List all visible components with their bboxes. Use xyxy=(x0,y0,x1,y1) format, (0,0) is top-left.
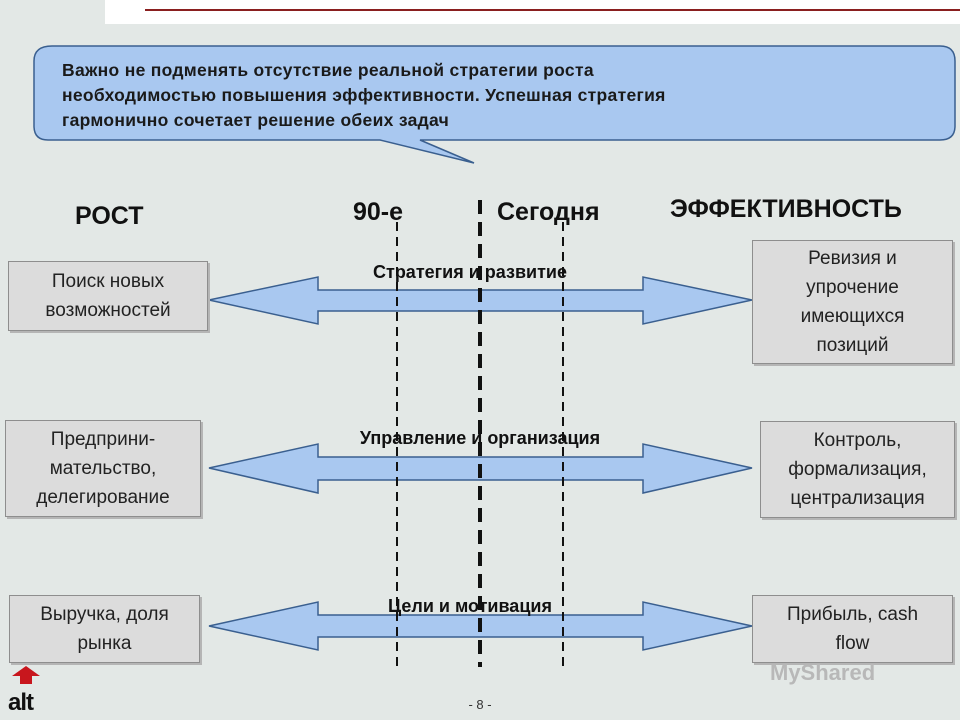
top-bar xyxy=(105,0,960,24)
box-control-centralization: Контроль, формализация, централизация xyxy=(760,421,955,518)
box-new-opportunities: Поиск новых возможностей xyxy=(8,261,208,331)
box-revenue-share: Выручка, доля рынка xyxy=(9,595,200,663)
box-revision-positions: Ревизия и упрочение имеющихся позиций xyxy=(752,240,953,364)
box-line: упрочение xyxy=(806,277,899,298)
svg-text:alt: alt xyxy=(8,689,34,714)
box-line: Предприни- xyxy=(50,429,156,450)
header-growth: РОСТ xyxy=(75,202,144,230)
box-line: Выручка, доля xyxy=(40,604,169,625)
box-line: Ревизия и xyxy=(808,248,897,269)
box-line: имеющихся xyxy=(800,306,905,327)
arrow-label-management: Управление и организация xyxy=(359,428,601,448)
header-today: Сегодня xyxy=(497,198,600,226)
box-line: рынка xyxy=(77,633,132,654)
box-profit-cashflow: Прибыль, cash flow xyxy=(752,595,953,663)
header-efficiency: ЭФФЕКТИВНОСТЬ xyxy=(670,195,902,223)
box-line: формализация, xyxy=(788,459,927,480)
header-90s: 90-е xyxy=(353,198,404,226)
box-line: возможностей xyxy=(45,300,171,321)
alt-logo: alt xyxy=(8,666,40,714)
callout-line: гармонично сочетает решение обеих задач xyxy=(62,110,450,130)
box-line: позиций xyxy=(816,335,889,356)
page-number: - 8 - xyxy=(468,697,492,712)
callout-line: необходимостью повышения эффективности. … xyxy=(62,85,666,105)
box-entrepreneurship: Предприни- мательство, делегирование xyxy=(5,420,201,517)
box-line: flow xyxy=(835,633,870,654)
arrow-label-goals: Цели и мотивация xyxy=(388,596,552,616)
box-line: Прибыль, cash xyxy=(786,604,919,625)
box-line: Контроль, xyxy=(813,430,902,451)
callout-text: Важно не подменять отсутствие реальной с… xyxy=(62,58,922,133)
watermark: MyShared xyxy=(770,660,876,685)
box-line: делегирование xyxy=(36,487,170,508)
top-rule xyxy=(145,9,960,11)
box-line: мательство, xyxy=(49,458,157,479)
arrow-label-strategy: Стратегия и развитие xyxy=(373,262,567,282)
callout-line: Важно не подменять отсутствие реальной с… xyxy=(62,60,594,80)
box-line: централизация xyxy=(790,488,925,509)
box-line: Поиск новых xyxy=(51,271,165,292)
